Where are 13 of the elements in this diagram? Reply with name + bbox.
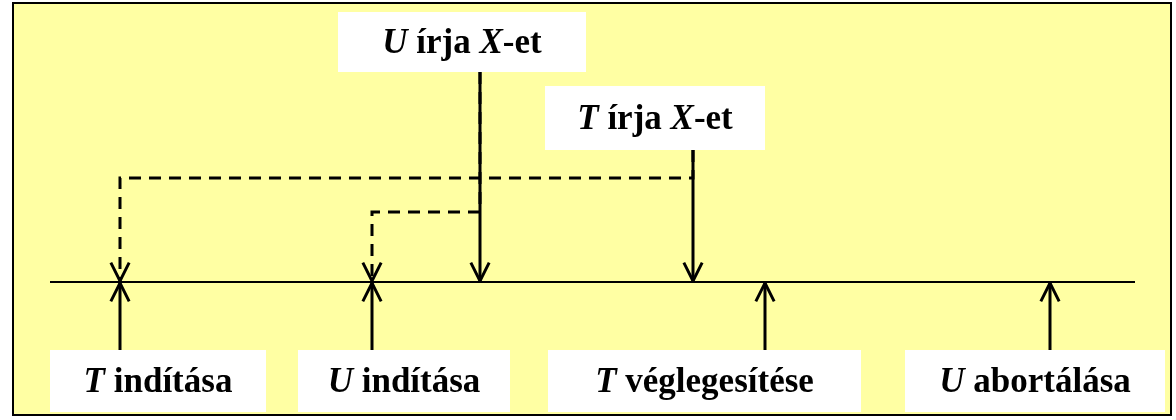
arrow [682, 150, 704, 283]
event-label: U indítása [298, 350, 510, 412]
arrow [109, 281, 131, 350]
arrow [1039, 281, 1061, 350]
arrow [361, 281, 383, 350]
event-label: U írja X-et [338, 12, 586, 72]
event-label: U abortálása [905, 350, 1165, 412]
timeline-bar [50, 281, 1135, 283]
event-label: T indítása [50, 350, 266, 412]
arrow [754, 281, 776, 350]
event-label: T véglegesítése [548, 350, 861, 412]
arrow [469, 72, 491, 283]
event-label: T írja X-et [545, 86, 765, 150]
